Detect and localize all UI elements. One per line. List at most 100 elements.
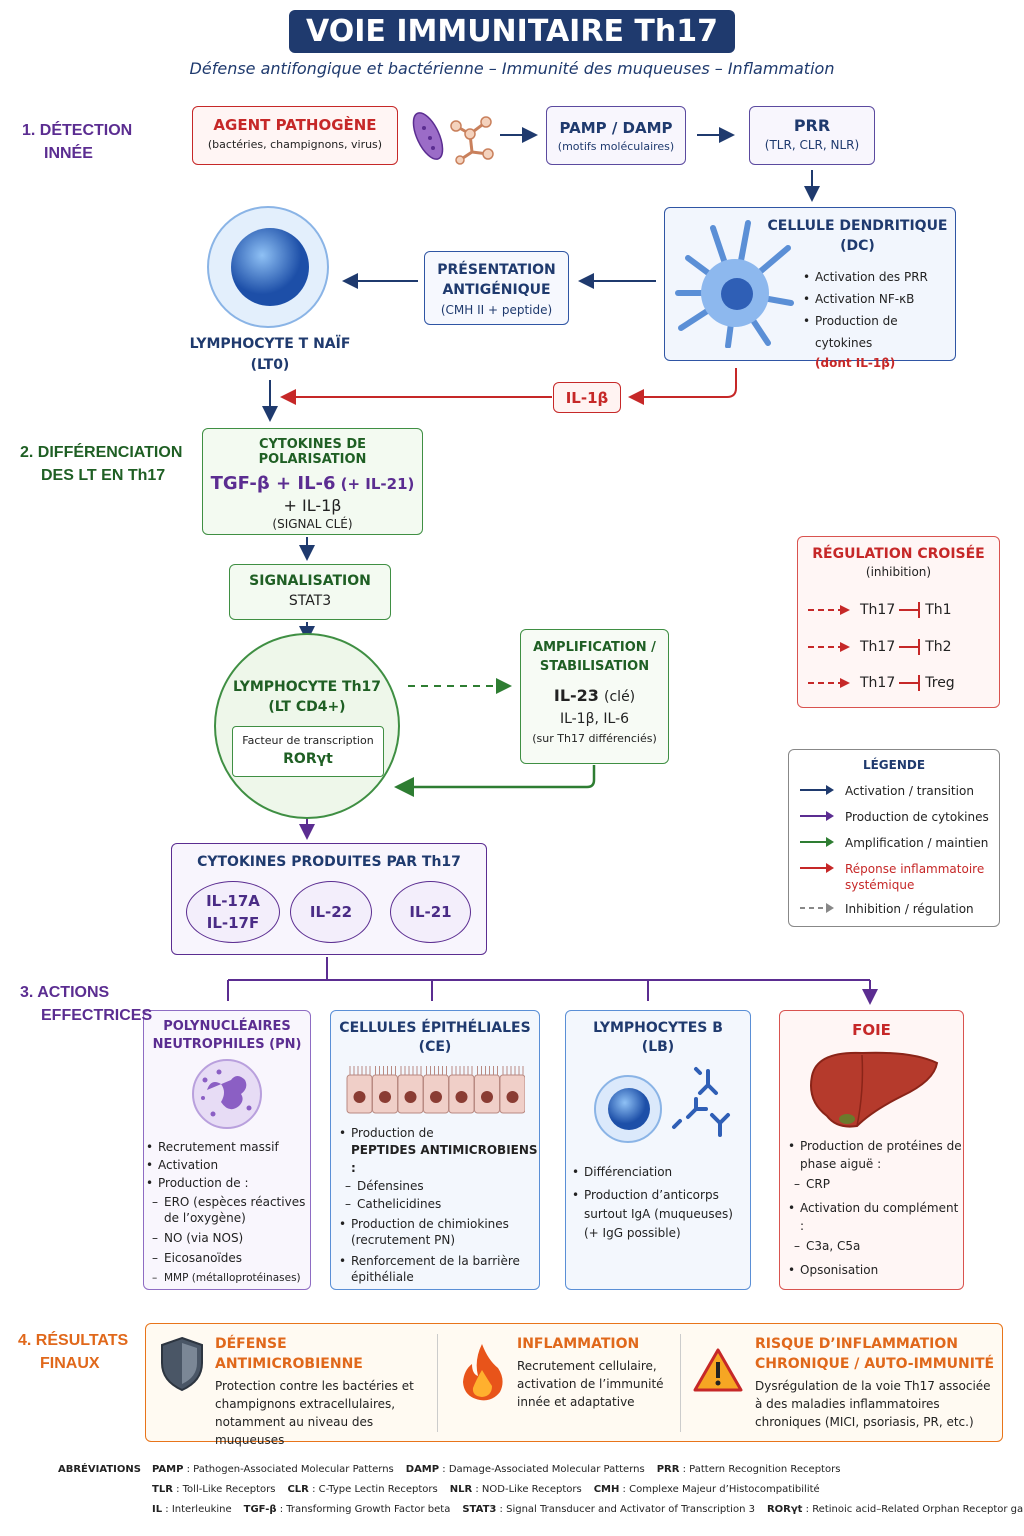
pn-item: Recrutement massif: [144, 1138, 310, 1156]
abbreviations-row: PAMP : Pathogen-Associated Molecular Pat…: [152, 1464, 852, 1475]
il22: IL-22: [309, 903, 353, 921]
amp-title: AMPLIFICATION /: [533, 640, 656, 655]
abbreviation: RORγt : Retinoic acid–Related Orphan Rec…: [767, 1504, 1024, 1515]
dc-item: Activation NF-κB: [801, 288, 955, 310]
result-text: Dysrégulation de la voie Th17 associée à…: [755, 1379, 991, 1429]
result-title: INFLAMMATION: [517, 1336, 640, 1352]
il1b-label: IL-1β: [565, 389, 609, 407]
inhibition-icon: [899, 675, 921, 691]
th17-title: LYMPHOCYTE Th17: [232, 679, 382, 695]
foie-sub-item: C3a, C5a: [786, 1237, 963, 1255]
lb-title-2: (LB): [641, 1039, 675, 1055]
lb-title: LYMPHOCYTES B: [593, 1020, 723, 1036]
abbreviation-definition: Complexe Majeur d’Histocompatibilité: [629, 1484, 820, 1495]
abbreviation-term: NLR: [449, 1484, 473, 1495]
section-label-line: DES LT EN Th17: [41, 467, 166, 484]
section-label-line: 4. RÉSULTATS: [18, 1332, 129, 1349]
result-text: Protection contre les bactéries et champ…: [215, 1379, 414, 1447]
inhibition-icon: [899, 638, 921, 655]
b-cell-antibody-icon: [594, 1067, 730, 1143]
cytokine-il17: IL-17A IL-17F: [186, 881, 280, 943]
arrow-dc-il1b: [628, 368, 737, 405]
divider: [680, 1334, 681, 1432]
abbreviation-definition: Signal Transducer and Activator of Trans…: [506, 1504, 755, 1515]
abbreviation-definition: Transforming Growth Factor beta: [286, 1504, 451, 1515]
abbreviation-definition: C-Type Lectin Receptors: [318, 1484, 438, 1495]
section-label-line: FINAUX: [40, 1355, 100, 1372]
abbreviation-definition: Damage-Associated Molecular Patterns: [448, 1464, 645, 1475]
abbreviation-definition: Pathogen-Associated Molecular Patterns: [193, 1464, 394, 1475]
pamp-box: PAMP / DAMP (motifs moléculaires): [546, 106, 686, 165]
title-banner: VOIE IMMUNITAIRE Th17: [289, 10, 735, 53]
abbreviation-term: PRR: [656, 1464, 680, 1475]
abbreviation: CLR : C-Type Lectin Receptors: [287, 1484, 438, 1495]
abbreviation-term: STAT3: [462, 1504, 497, 1515]
abbreviation: PAMP : Pathogen-Associated Molecular Pat…: [152, 1464, 394, 1475]
abbreviation-term: DAMP: [405, 1464, 440, 1475]
section-label-line: 2. DIFFÉRENCIATION: [20, 444, 183, 461]
dc-item: Production de cytokines: [801, 310, 955, 354]
polarisation-extra: (+ IL-21): [340, 475, 415, 493]
legend-item-label: Activation / transition: [845, 784, 974, 798]
abbreviation-definition: Retinoic acid–Related Orphan Receptor ga…: [812, 1504, 1024, 1515]
epithelium-icon: [346, 1066, 526, 1114]
legend-arrow-icon: [800, 785, 834, 795]
pn-sub-item: ERO (espèces réactives de l’oxygène): [144, 1194, 310, 1226]
neutrophil-icon: [192, 1059, 262, 1129]
abbreviation-term: IL: [152, 1504, 163, 1515]
legend-arrow-icon: [800, 863, 834, 873]
section-label-line: 1. DÉTECTION: [22, 122, 133, 139]
dashed-arrow-icon: [808, 678, 850, 688]
abbreviation: DAMP : Damage-Associated Molecular Patte…: [405, 1464, 645, 1475]
regulation-sub: (inhibition): [865, 565, 932, 579]
abbreviation-term: CLR: [287, 1484, 309, 1495]
abbreviation-definition: Toll-Like Receptors: [182, 1484, 276, 1495]
prr-box: PRR (TLR, CLR, NLR): [749, 106, 875, 165]
il17a: IL-17A: [206, 892, 260, 910]
ce-item: Production de: [337, 1125, 539, 1141]
legend-item-label: Production de cytokines: [845, 810, 989, 824]
abbreviation-definition: Pattern Recognition Receptors: [689, 1464, 841, 1475]
section-label-line: EFFECTRICES: [41, 1007, 153, 1024]
legend-arrow-icon: [800, 837, 834, 847]
naive-title: LYMPHOCYTE T NAÏF: [189, 336, 351, 352]
legend-item-label: Amplification / maintien: [845, 836, 989, 850]
legend-box: LÉGENDE: [788, 749, 1000, 927]
abbreviation-term: TGF-β: [243, 1504, 277, 1515]
abbreviation: TGF-β : Transforming Growth Factor beta: [243, 1504, 451, 1515]
shield-icon: [161, 1336, 203, 1392]
polarisation-il1b: + IL-1β: [283, 496, 342, 515]
liver-icon: [809, 1051, 938, 1128]
cytokine-il21: IL-21: [390, 881, 471, 943]
pn-sub-item: NO (via NOS): [144, 1228, 310, 1248]
result-title: RISQUE D’INFLAMMATION CHRONIQUE / AUTO-I…: [755, 1336, 995, 1372]
abbreviation: CMH : Complexe Majeur d’Histocompatibili…: [593, 1484, 820, 1495]
dashed-arrow-icon: [808, 641, 850, 652]
legend-item-label: Inhibition / régulation: [845, 902, 974, 916]
regulation-target: Treg: [925, 675, 955, 691]
th17-sub: (LT CD4+): [268, 699, 346, 715]
tf-label: Facteur de transcription: [242, 734, 374, 747]
pamp-sub: (motifs moléculaires): [557, 140, 675, 153]
signal-sub: STAT3: [288, 593, 332, 609]
result-title: DÉFENSE ANTIMICROBIENNE: [215, 1336, 363, 1372]
pathogen-icon: [412, 112, 494, 165]
presentation-sub: (CMH II + peptide): [440, 303, 553, 317]
polarisation-title: CYTOKINES DE POLARISATION: [258, 437, 367, 467]
pn-sub-item: Eicosanoïdes: [144, 1248, 310, 1268]
amp-note: (sur Th17 différenciés): [532, 732, 657, 745]
dc-note: (dont IL-1β): [815, 356, 896, 370]
abbreviation-term: RORγt: [766, 1504, 803, 1515]
divider: [437, 1334, 438, 1432]
amp-title-2: STABILISATION: [539, 659, 650, 674]
ce-title: CELLULES ÉPITHÉLIALES: [339, 1020, 531, 1036]
legend-arrow-icon: [800, 903, 834, 913]
il17f: IL-17F: [206, 914, 260, 932]
pathogen-title: AGENT PATHOGÈNE: [213, 116, 377, 134]
ce-item-bold: PEPTIDES ANTIMICROBIENS :: [351, 1143, 538, 1175]
section-2-label: 2. DIFFÉRENCIATION DES LT EN Th17: [20, 441, 182, 487]
inhibition-icon: [899, 602, 921, 618]
